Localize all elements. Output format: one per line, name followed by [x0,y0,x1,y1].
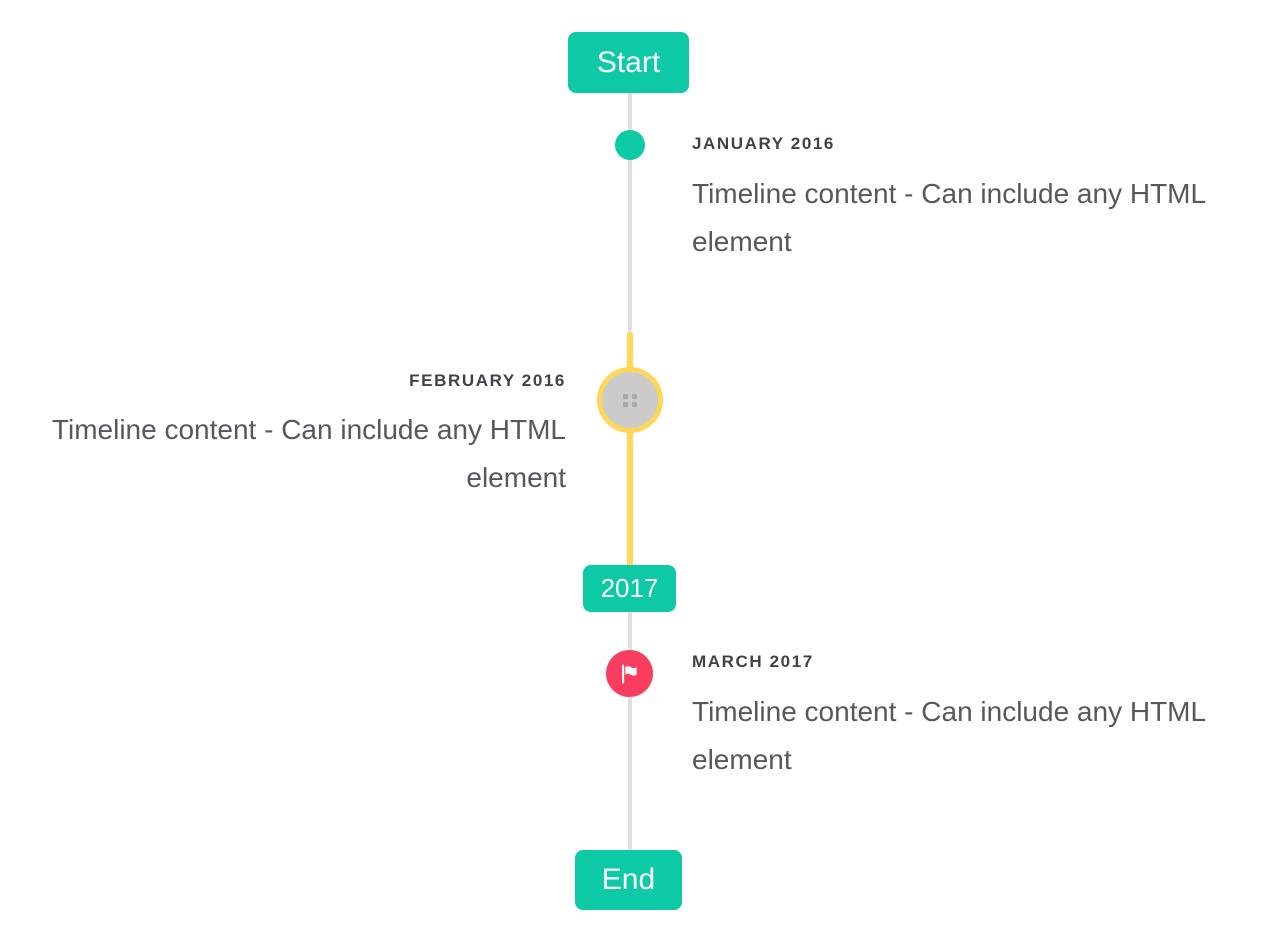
event-content: Timeline content - Can include any HTML … [692,696,1206,775]
timeline-line-segment-bottom [628,611,632,851]
year-badge-2017: 2017 [583,565,676,612]
broken-image-icon [623,393,637,407]
event-content: Timeline content - Can include any HTML … [51,414,566,493]
event-marker-flag-circle [606,650,653,697]
event-title: JANUARY 2016 [692,134,835,153]
event-title: FEBRUARY 2016 [409,371,566,390]
event-marker-dot [615,130,645,160]
flag-icon [618,662,642,686]
event-content: Timeline content - Can include any HTML … [692,178,1206,257]
start-badge: Start [568,32,689,93]
event-title: MARCH 2017 [692,652,814,671]
timeline-line-segment-highlight [627,332,633,566]
end-badge: End [575,850,682,910]
event-marker-image-circle [597,367,663,433]
timeline-line-segment-top [628,92,632,332]
